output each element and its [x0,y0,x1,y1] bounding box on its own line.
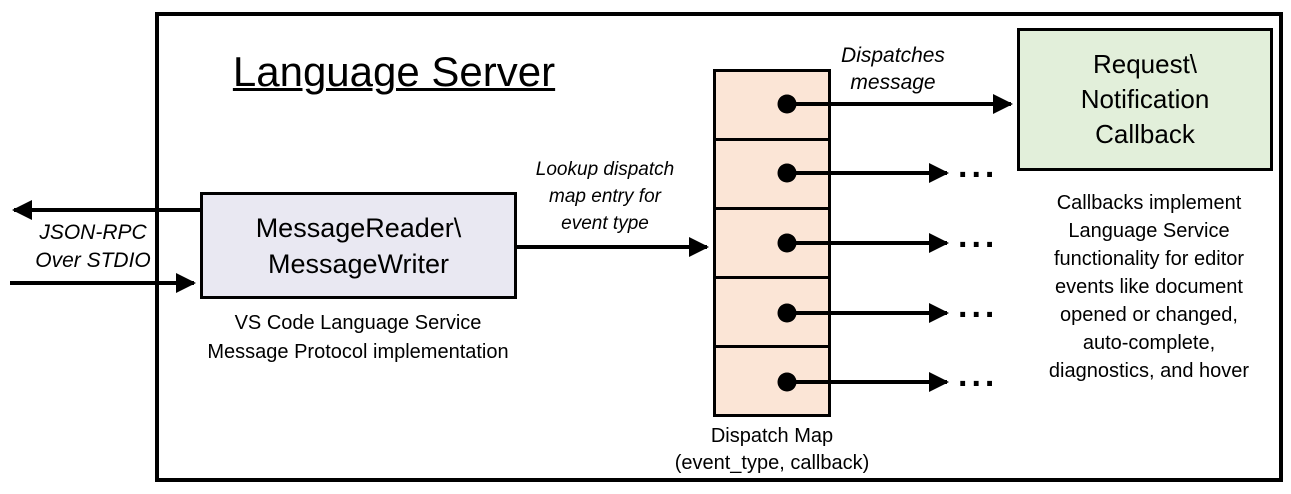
dispatches-label: Dispatches message [841,44,945,94]
request-notification-callback-label: Request\ Notification Callback [1080,49,1210,149]
ellipsis-text: ... [958,147,999,185]
callbacks-note: Callbacks implement Language Service fun… [1048,192,1250,382]
dispatch-map-cell [716,207,828,276]
message-reader-writer-label: MessageReader\ MessageWriter [255,212,462,279]
language-server-boundary [155,12,1283,482]
lookup-label: Lookup dispatch map entry for event type [535,159,675,234]
diagram-title: Language Server [232,48,556,95]
ellipsis-text: ... [958,217,999,255]
reader-caption: VS Code Language Service Message Protoco… [207,312,509,363]
ellipsis-text: ... [958,287,999,325]
dispatch-map-cell [716,138,828,207]
dispatch-map-cell [716,345,828,414]
message-reader-writer-box: MessageReader\ MessageWriter [200,192,517,299]
dispatch-map-caption: Dispatch Map (event_type, callback) [674,425,870,474]
request-notification-callback-box: Request\ Notification Callback [1017,28,1273,171]
dispatch-map [713,69,831,417]
dispatch-map-cell [716,276,828,345]
stdio-label: JSON-RPC Over STDIO [35,221,151,272]
ellipsis-text: ... [958,356,999,394]
